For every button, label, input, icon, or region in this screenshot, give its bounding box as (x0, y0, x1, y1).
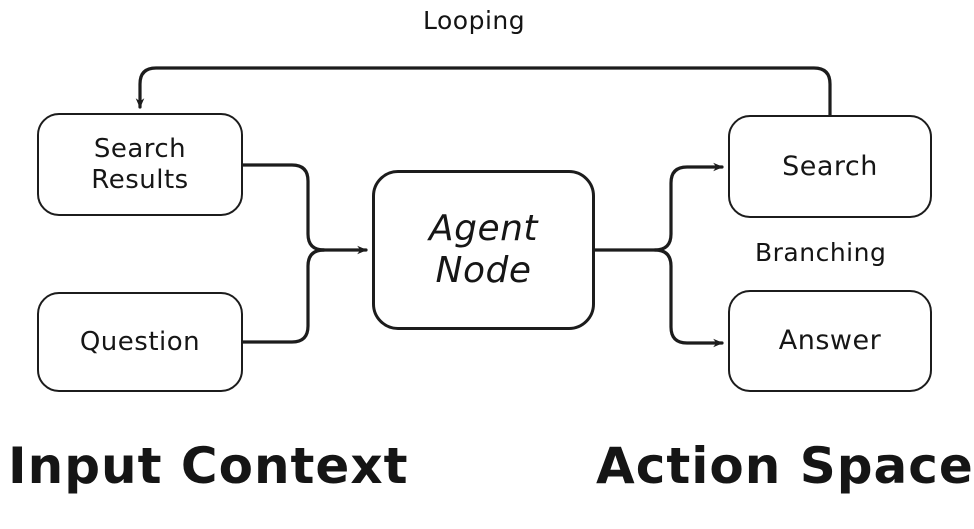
edge-branch-to-answer (653, 248, 724, 348)
edge-label-branching: Branching (755, 238, 887, 267)
edge-branch-to-search (653, 162, 724, 252)
node-search-results[interactable]: Search Results (37, 113, 243, 216)
edge-question-to-agent (241, 248, 326, 344)
node-search[interactable]: Search (728, 115, 932, 218)
node-answer[interactable]: Answer (728, 290, 932, 392)
node-question[interactable]: Question (37, 292, 243, 392)
node-answer-label: Answer (778, 325, 882, 357)
node-search-results-label: Search Results (91, 133, 189, 195)
edge-label-looping: Looping (423, 6, 526, 35)
edge-looping-search-to-search-results (135, 66, 832, 117)
group-label-action-space: Action Space (596, 437, 974, 495)
group-label-input-context: Input Context (8, 437, 409, 495)
node-agent-node-label: Agent Node (428, 207, 539, 291)
edge-search-results-to-agent (241, 163, 326, 252)
node-search-label: Search (782, 150, 878, 182)
node-question-label: Question (79, 326, 201, 357)
node-agent-node[interactable]: Agent Node (372, 170, 595, 330)
